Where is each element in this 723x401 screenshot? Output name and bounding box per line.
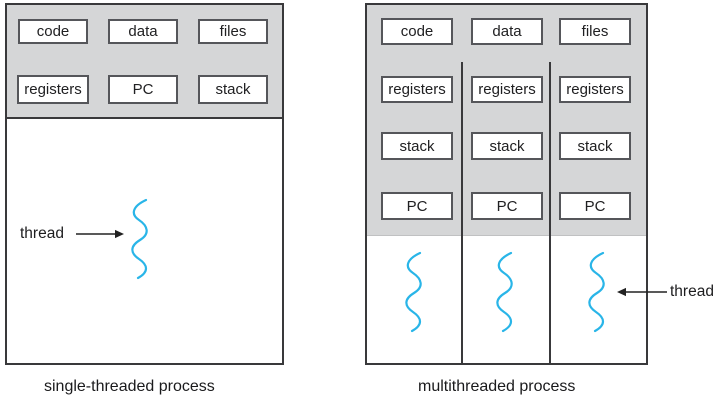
code-box: code — [18, 19, 88, 44]
arrow-right-icon — [76, 229, 124, 239]
registers-label: registers — [566, 81, 624, 98]
thread-label: thread — [670, 283, 714, 300]
pc-label: PC — [406, 197, 428, 215]
column-divider — [549, 62, 551, 363]
pc-box: PC — [471, 192, 543, 220]
pc-label: PC — [584, 197, 606, 215]
data-box: data — [471, 18, 543, 45]
stack-box: stack — [471, 132, 543, 160]
code-label: code — [400, 23, 434, 40]
arrow-left-icon — [617, 287, 667, 297]
pc-box: PC — [108, 75, 178, 104]
registers-box: registers — [381, 76, 453, 103]
thread-label: thread — [20, 225, 64, 242]
thread-wave-icon — [131, 198, 148, 280]
diagram-caption: single-threaded process — [44, 378, 215, 395]
code-box: code — [381, 18, 453, 45]
registers-label: registers — [478, 81, 536, 98]
data-box: data — [108, 19, 178, 44]
column-divider — [461, 62, 463, 363]
registers-box: registers — [471, 76, 543, 103]
stack-label: stack — [215, 81, 251, 98]
stack-label: stack — [399, 137, 435, 155]
pc-label: PC — [496, 197, 518, 215]
thread-wave-icon — [588, 251, 605, 333]
registers-box: registers — [17, 75, 89, 104]
stack-label: stack — [489, 137, 525, 155]
data-label: data — [492, 23, 522, 40]
code-label: code — [36, 23, 70, 40]
diagram-caption: multithreaded process — [418, 378, 576, 395]
registers-box: registers — [559, 76, 631, 103]
files-box: files — [198, 19, 268, 44]
stack-box: stack — [381, 132, 453, 160]
files-box: files — [559, 18, 631, 45]
data-label: data — [128, 23, 158, 40]
stack-label: stack — [577, 137, 613, 155]
registers-label: registers — [24, 81, 82, 98]
thread-wave-icon — [496, 251, 513, 333]
process-outline — [5, 3, 284, 365]
stack-box: stack — [198, 75, 268, 104]
pc-box: PC — [381, 192, 453, 220]
registers-label: registers — [388, 81, 446, 98]
files-label: files — [581, 23, 609, 40]
pc-box: PC — [559, 192, 631, 220]
files-label: files — [219, 23, 247, 40]
stack-box: stack — [559, 132, 631, 160]
pc-label: PC — [132, 81, 154, 98]
process-outline — [365, 3, 648, 365]
thread-wave-icon — [405, 251, 422, 333]
